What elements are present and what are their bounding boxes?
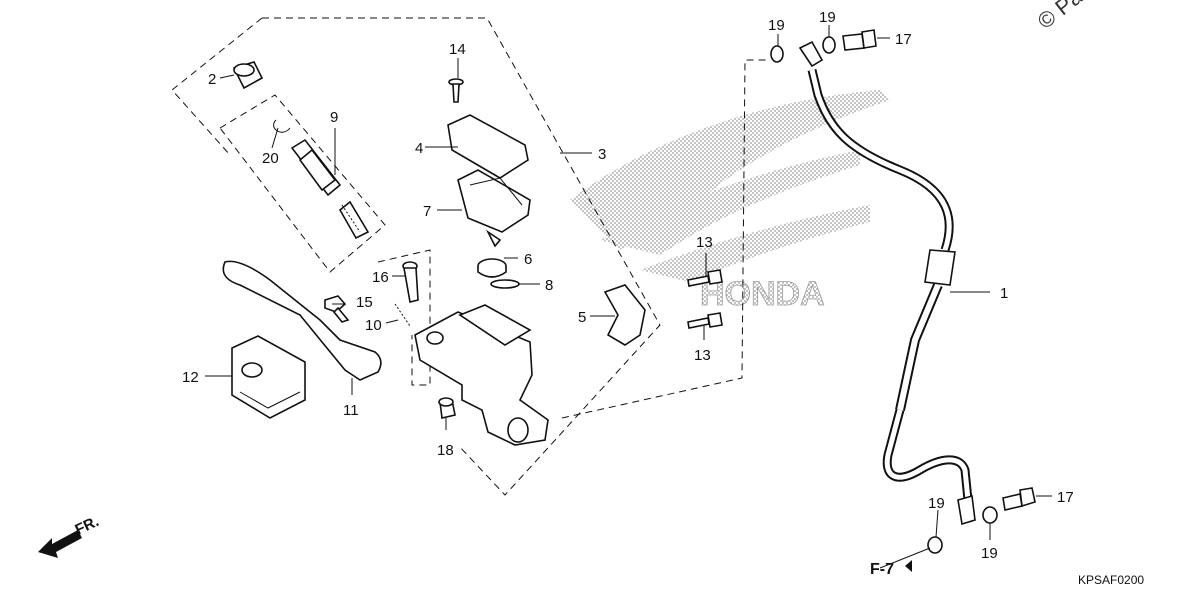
callout-13-upper: 13 — [696, 234, 713, 251]
part-ring — [490, 279, 520, 289]
part-oil-bolt-17-lower — [1002, 487, 1036, 511]
copyright-watermark: © Pa — [1033, 0, 1088, 34]
callout-19-a: 19 — [768, 17, 785, 34]
part-reservoir-cap — [447, 114, 529, 179]
part-washer-19d — [982, 506, 998, 524]
callout-2: 2 — [208, 71, 216, 88]
front-direction-label: FR. — [73, 513, 102, 539]
honda-wing-watermark: HONDA — [570, 90, 890, 313]
callout-6: 6 — [524, 251, 532, 268]
part-screw-14 — [448, 78, 464, 103]
callout-18: 18 — [437, 442, 454, 459]
part-nut — [324, 295, 350, 323]
callout-17-upper: 17 — [895, 31, 912, 48]
part-brake-lever — [222, 260, 382, 381]
callout-11: 11 — [343, 402, 359, 419]
part-washer-19a — [770, 45, 784, 63]
callout-19-c: 19 — [928, 495, 945, 512]
callout-13-lower: 13 — [694, 347, 711, 364]
part-piston-set — [290, 138, 370, 240]
piston-kit-outline — [219, 94, 386, 273]
callout-3: 3 — [598, 146, 606, 163]
part-brake-switch — [231, 335, 306, 419]
callouts: 1 2 3 4 5 6 7 8 9 10 11 12 13 13 14 15 1… — [182, 9, 1074, 562]
part-brake-hose — [798, 40, 976, 526]
part-circlip — [273, 119, 291, 133]
part-spring — [394, 303, 411, 327]
callout-1: 1 — [1000, 285, 1008, 302]
diagram-code: KPSAF0200 — [1078, 573, 1144, 587]
callout-15: 15 — [356, 294, 373, 311]
part-float — [477, 258, 507, 278]
part-cap-18 — [438, 397, 456, 419]
callout-12: 12 — [182, 369, 199, 386]
part-master-cylinder — [414, 304, 549, 446]
callout-17-lower: 17 — [1057, 489, 1074, 506]
callout-19-d: 19 — [981, 545, 998, 562]
assembly-outline-left — [171, 17, 263, 156]
assembly-outline-3 — [262, 17, 661, 496]
front-direction-arrow: FR. — [38, 513, 102, 558]
part-oil-bolt-17-upper — [842, 29, 877, 51]
callout-8: 8 — [545, 277, 553, 294]
part-boot — [232, 61, 264, 90]
part-holder — [603, 284, 646, 346]
callout-7: 7 — [423, 203, 431, 220]
part-washer-19b — [822, 36, 836, 54]
callout-5: 5 — [578, 309, 586, 326]
callout-16: 16 — [372, 269, 389, 286]
callout-10: 10 — [365, 317, 382, 334]
part-bolt-13-lower — [687, 312, 723, 329]
callout-4: 4 — [415, 140, 423, 157]
part-diaphragm — [457, 169, 531, 248]
reference-f7: F-7 — [870, 560, 912, 578]
part-washer-19c — [927, 536, 943, 554]
part-pivot-bolt — [402, 261, 419, 303]
callout-20: 20 — [262, 150, 279, 167]
callout-9: 9 — [330, 109, 338, 126]
reference-f7-label: F-7 — [870, 561, 894, 578]
callout-14: 14 — [449, 41, 466, 58]
callout-19-b: 19 — [819, 9, 836, 26]
leader-lines — [205, 25, 1052, 569]
part-bolt-13-upper — [687, 269, 723, 287]
